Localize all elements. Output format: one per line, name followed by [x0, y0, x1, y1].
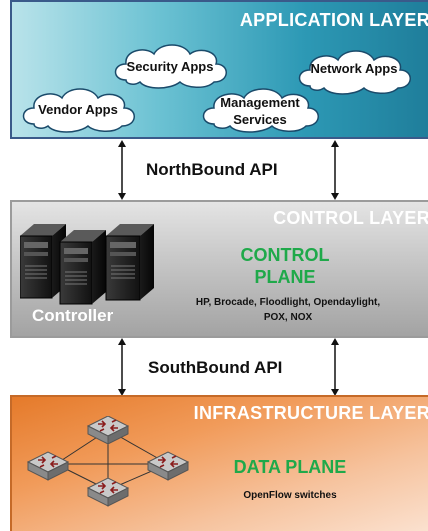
- infrastructure-layer-title: INFRASTRUCTURE LAYER: [193, 403, 428, 423]
- controller-implementations-line1: HP, Brocade, Floodlight, Opendaylight,: [195, 297, 381, 308]
- cloud-icon: [298, 50, 411, 95]
- control-layer-title: CONTROL LAYER: [273, 208, 428, 228]
- southbound-arrow-right: [331, 338, 339, 396]
- infrastructure-layer: INFRASTRUCTURE LAYER: [10, 395, 428, 531]
- management-services-cloud: Management Services: [196, 86, 324, 134]
- southbound-arrow-left: [118, 338, 126, 396]
- northbound-arrow-right: [331, 140, 339, 200]
- data-plane-title: DATA PLANE: [233, 457, 347, 477]
- vendor-apps-label: Vendor Apps: [38, 102, 118, 117]
- control-layer: CONTROL LAYER: [10, 200, 428, 338]
- cloud-icon: [114, 44, 227, 89]
- server-tower-icon: [20, 224, 154, 305]
- northbound-arrow-left: [118, 140, 126, 200]
- vendor-apps-cloud: Vendor Apps: [16, 82, 140, 136]
- controller-implementations-line2: POX, NOX: [263, 312, 313, 323]
- network-switch-icon: [87, 416, 129, 445]
- control-plane-title-line2: PLANE: [254, 267, 316, 287]
- cloud-icon: [22, 88, 135, 133]
- control-plane-title-line1: CONTROL: [240, 245, 330, 265]
- network-apps-label: Network Apps: [310, 61, 398, 76]
- controller-label: Controller: [32, 306, 114, 325]
- security-apps-cloud: Security Apps: [106, 40, 234, 90]
- network-switch-icon: [87, 477, 129, 507]
- security-apps-label: Security Apps: [126, 59, 214, 74]
- southbound-api-label: SouthBound API: [148, 358, 283, 377]
- openflow-switch-network: [27, 416, 189, 507]
- services-label: Services: [233, 112, 287, 127]
- management-label: Management: [220, 95, 300, 110]
- network-switch-icon: [27, 451, 69, 481]
- cloud-icon: [202, 88, 319, 133]
- application-layer-title: APPLICATION LAYER: [239, 10, 428, 30]
- openflow-switches-label: OpenFlow switches: [243, 490, 337, 501]
- northbound-api-label: NorthBound API: [146, 160, 278, 179]
- network-apps-cloud: Network Apps: [290, 44, 418, 96]
